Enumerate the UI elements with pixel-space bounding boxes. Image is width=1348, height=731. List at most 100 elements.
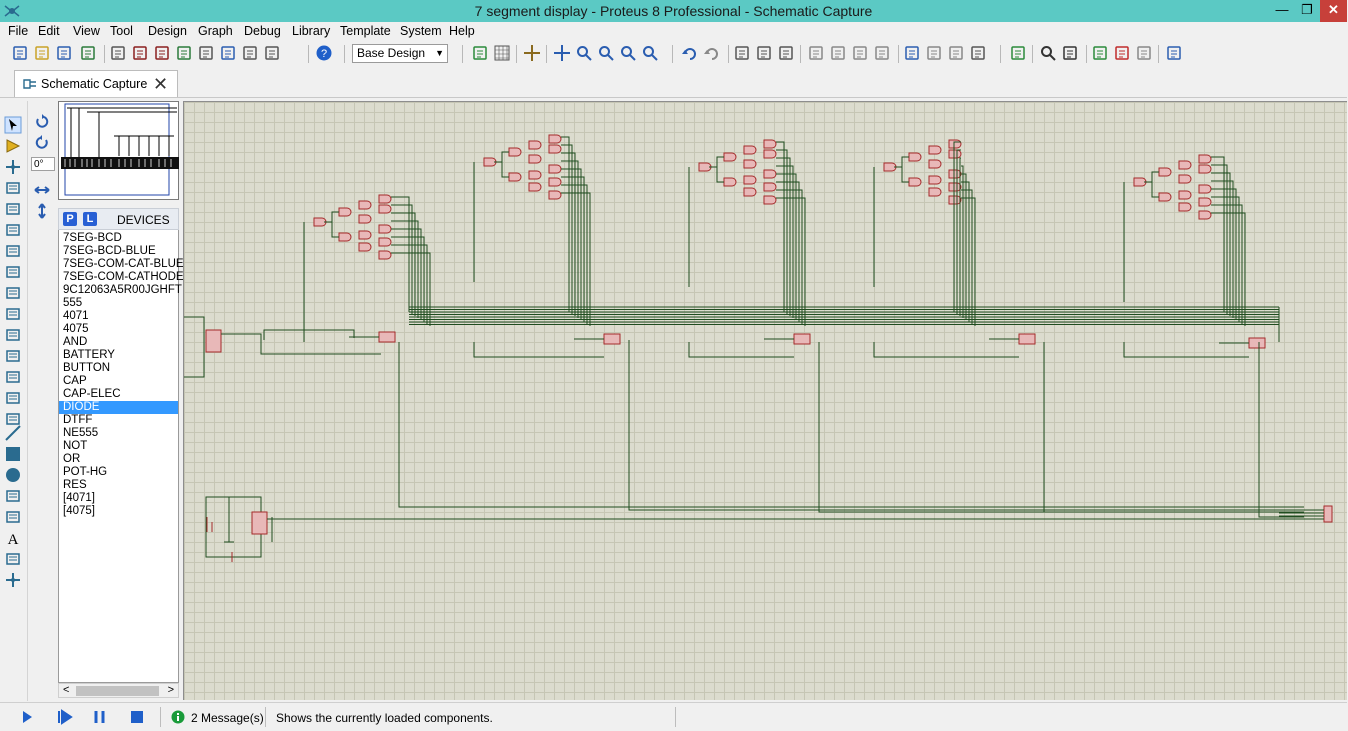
wire[interactable] — [206, 517, 233, 562]
marker-icon[interactable] — [5, 572, 21, 588]
device-item[interactable]: [4075] — [63, 505, 95, 517]
block-copy-icon[interactable] — [808, 45, 824, 61]
mirror-horizontal-icon[interactable] — [34, 182, 50, 198]
block-rotate-icon[interactable] — [852, 45, 868, 61]
packaging-icon[interactable] — [948, 45, 964, 61]
virtual-instruments-icon[interactable] — [5, 411, 21, 427]
new-sheet-icon[interactable] — [1092, 45, 1108, 61]
wire[interactable] — [961, 189, 973, 324]
wire[interactable] — [776, 157, 791, 316]
wire[interactable] — [561, 152, 576, 316]
component-mode-icon[interactable] — [5, 138, 21, 154]
buses-icon[interactable] — [5, 222, 21, 238]
logic-gate[interactable] — [548, 144, 562, 154]
logic-gate[interactable] — [948, 149, 962, 159]
symbol-icon[interactable] — [5, 551, 21, 567]
logic-gate[interactable] — [528, 182, 542, 192]
device-item[interactable]: DTFF — [63, 414, 93, 426]
menu-debug[interactable]: Debug — [244, 24, 281, 38]
device-item[interactable]: OR — [63, 453, 81, 465]
voltage-probe-icon[interactable] — [5, 369, 21, 385]
text-icon[interactable]: A — [5, 530, 21, 548]
device-list-scrollbar[interactable]: < > — [58, 683, 179, 698]
logic-gate[interactable] — [743, 145, 757, 155]
wire[interactable] — [961, 173, 967, 320]
ic-chip[interactable] — [1248, 337, 1266, 349]
device-item[interactable]: AND — [63, 336, 88, 348]
zoom-area-icon[interactable] — [642, 45, 658, 61]
junction-dot-icon[interactable] — [5, 159, 21, 175]
rotate-clockwise-icon[interactable] — [34, 114, 50, 130]
wire[interactable] — [1211, 156, 1225, 312]
logic-gate[interactable] — [528, 140, 542, 150]
wire[interactable] — [391, 236, 425, 322]
tab-close-icon[interactable]: ✕ — [153, 74, 169, 94]
component-icon[interactable] — [132, 45, 148, 61]
menu-tool[interactable]: Tool — [110, 24, 133, 38]
wire[interactable] — [776, 173, 797, 320]
info-icon[interactable] — [171, 710, 185, 724]
logic-gate[interactable] — [508, 172, 522, 182]
logic-gate[interactable] — [1198, 154, 1212, 164]
chip-icon[interactable] — [154, 45, 170, 61]
menu-library[interactable]: Library — [292, 24, 331, 38]
logic-gate[interactable] — [743, 159, 757, 169]
ic-chip[interactable] — [1018, 333, 1036, 345]
device-item[interactable]: DIODE — [59, 401, 178, 414]
device-item[interactable]: 4071 — [63, 310, 89, 322]
goto-sheet-icon[interactable] — [1136, 45, 1152, 61]
cut-icon[interactable] — [734, 45, 750, 61]
wire[interactable] — [561, 168, 582, 320]
wire[interactable] — [1211, 204, 1243, 324]
logic-gate[interactable] — [1158, 192, 1172, 202]
logic-gate[interactable] — [528, 154, 542, 164]
logic-gate[interactable] — [723, 152, 737, 162]
import-icon[interactable] — [80, 45, 96, 61]
wire[interactable] — [391, 204, 413, 314]
device-item[interactable]: 4075 — [63, 323, 89, 335]
device-item[interactable]: 7SEG-COM-CAT-BLUE — [63, 258, 184, 270]
wire[interactable] — [1211, 196, 1240, 322]
logic-gate[interactable] — [508, 147, 522, 157]
logic-gate[interactable] — [928, 159, 942, 169]
wire[interactable] — [776, 181, 800, 322]
menu-file[interactable]: File — [8, 24, 29, 38]
ic-chip[interactable] — [205, 329, 222, 353]
wire[interactable] — [1211, 212, 1246, 326]
wire[interactable] — [561, 144, 573, 314]
box-icon[interactable] — [5, 446, 21, 462]
logic-gate[interactable] — [378, 237, 392, 247]
scroll-left-icon[interactable]: < — [63, 684, 70, 696]
wire[interactable] — [776, 149, 788, 314]
device-item[interactable]: POT-HG — [63, 466, 108, 478]
wire[interactable] — [1211, 172, 1231, 316]
logic-gate[interactable] — [908, 152, 922, 162]
ic-chip[interactable] — [1323, 505, 1333, 523]
wire[interactable] — [398, 340, 1304, 518]
rotate-anticlockwise-icon[interactable] — [34, 135, 50, 151]
wire[interactable] — [391, 196, 410, 312]
wire[interactable] — [961, 165, 964, 318]
device-item[interactable]: 7SEG-BCD-BLUE — [63, 245, 156, 257]
device-item[interactable]: CAP — [63, 375, 87, 387]
device-item[interactable]: CAP-ELEC — [63, 388, 121, 400]
device-item[interactable]: BUTTON — [63, 362, 111, 374]
redo-icon[interactable] — [704, 45, 720, 61]
make-device-icon[interactable] — [926, 45, 942, 61]
logic-gate[interactable] — [1198, 184, 1212, 194]
new-file-icon[interactable] — [12, 45, 28, 61]
device-item[interactable]: 7SEG-BCD — [63, 232, 122, 244]
design-variant-select[interactable]: Base Design▼ — [352, 44, 448, 63]
help-icon[interactable]: ? — [316, 45, 332, 61]
pick-device-icon[interactable] — [904, 45, 920, 61]
wire[interactable] — [561, 184, 588, 324]
home-icon[interactable] — [110, 45, 126, 61]
message-count[interactable]: 2 Message(s) — [191, 711, 264, 725]
ic-chip[interactable] — [793, 333, 811, 345]
logic-gate[interactable] — [378, 194, 392, 204]
device-item[interactable]: [4071] — [63, 492, 95, 504]
menu-template[interactable]: Template — [340, 24, 391, 38]
logic-gate[interactable] — [378, 224, 392, 234]
wire[interactable] — [956, 149, 961, 314]
logic-gate[interactable] — [1198, 210, 1212, 220]
